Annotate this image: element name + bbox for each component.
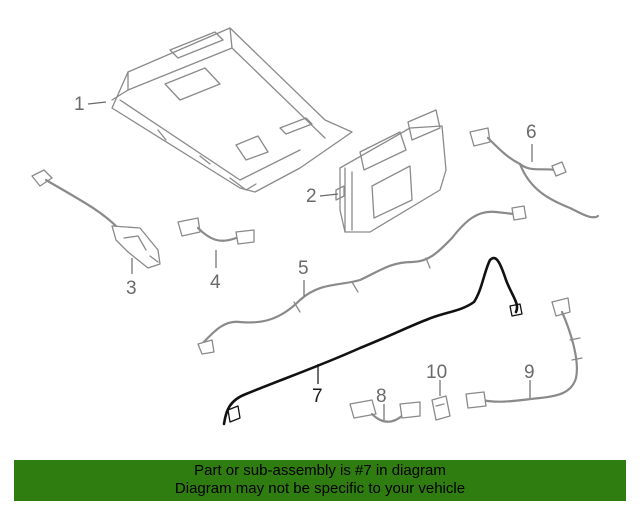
svg-text:2: 2 bbox=[306, 186, 317, 207]
part-5-wiring-harness[interactable] bbox=[197, 205, 527, 355]
part-4-jumper-harness[interactable] bbox=[177, 217, 255, 245]
leader-line-2 bbox=[319, 193, 339, 197]
callout-1: 1 bbox=[74, 94, 107, 115]
part-6-wiring-harness[interactable] bbox=[469, 127, 600, 219]
svg-text:10: 10 bbox=[426, 362, 447, 383]
banner-line-1: Part or sub-assembly is #7 in diagram bbox=[194, 462, 446, 479]
callout-6: 6 bbox=[526, 122, 537, 162]
callout-10: 10 bbox=[426, 362, 447, 396]
svg-text:8: 8 bbox=[376, 386, 387, 407]
part-2-control-module[interactable] bbox=[335, 109, 447, 233]
callout-9: 9 bbox=[524, 362, 535, 398]
part-10-bracket[interactable] bbox=[431, 395, 451, 421]
parts-diagram: 1 2 3 4 5 bbox=[31, 27, 600, 426]
svg-text:5: 5 bbox=[298, 258, 309, 279]
part-3-sensor-harness[interactable] bbox=[31, 169, 161, 269]
svg-text:1: 1 bbox=[74, 94, 85, 115]
callout-2: 2 bbox=[306, 186, 339, 207]
callout-5: 5 bbox=[298, 258, 309, 296]
banner-line-2: Diagram may not be specific to your vehi… bbox=[174, 480, 466, 497]
svg-text:7: 7 bbox=[312, 386, 323, 407]
part-9-wiring-harness[interactable] bbox=[465, 297, 583, 409]
part-8-connector-pigtail[interactable] bbox=[349, 399, 421, 423]
callout-3: 3 bbox=[126, 258, 137, 299]
part-7-wiring-harness[interactable] bbox=[222, 256, 523, 426]
part-1-control-module[interactable] bbox=[111, 27, 353, 193]
leader-line-1 bbox=[87, 101, 107, 105]
svg-text:4: 4 bbox=[210, 272, 221, 293]
info-banner: Part or sub-assembly is #7 in diagram Di… bbox=[14, 460, 626, 501]
svg-text:3: 3 bbox=[126, 278, 137, 299]
svg-text:6: 6 bbox=[526, 122, 537, 143]
callout-8: 8 bbox=[376, 386, 387, 420]
callout-4: 4 bbox=[210, 250, 221, 293]
callout-7: 7 bbox=[312, 364, 323, 407]
svg-text:9: 9 bbox=[524, 362, 535, 383]
